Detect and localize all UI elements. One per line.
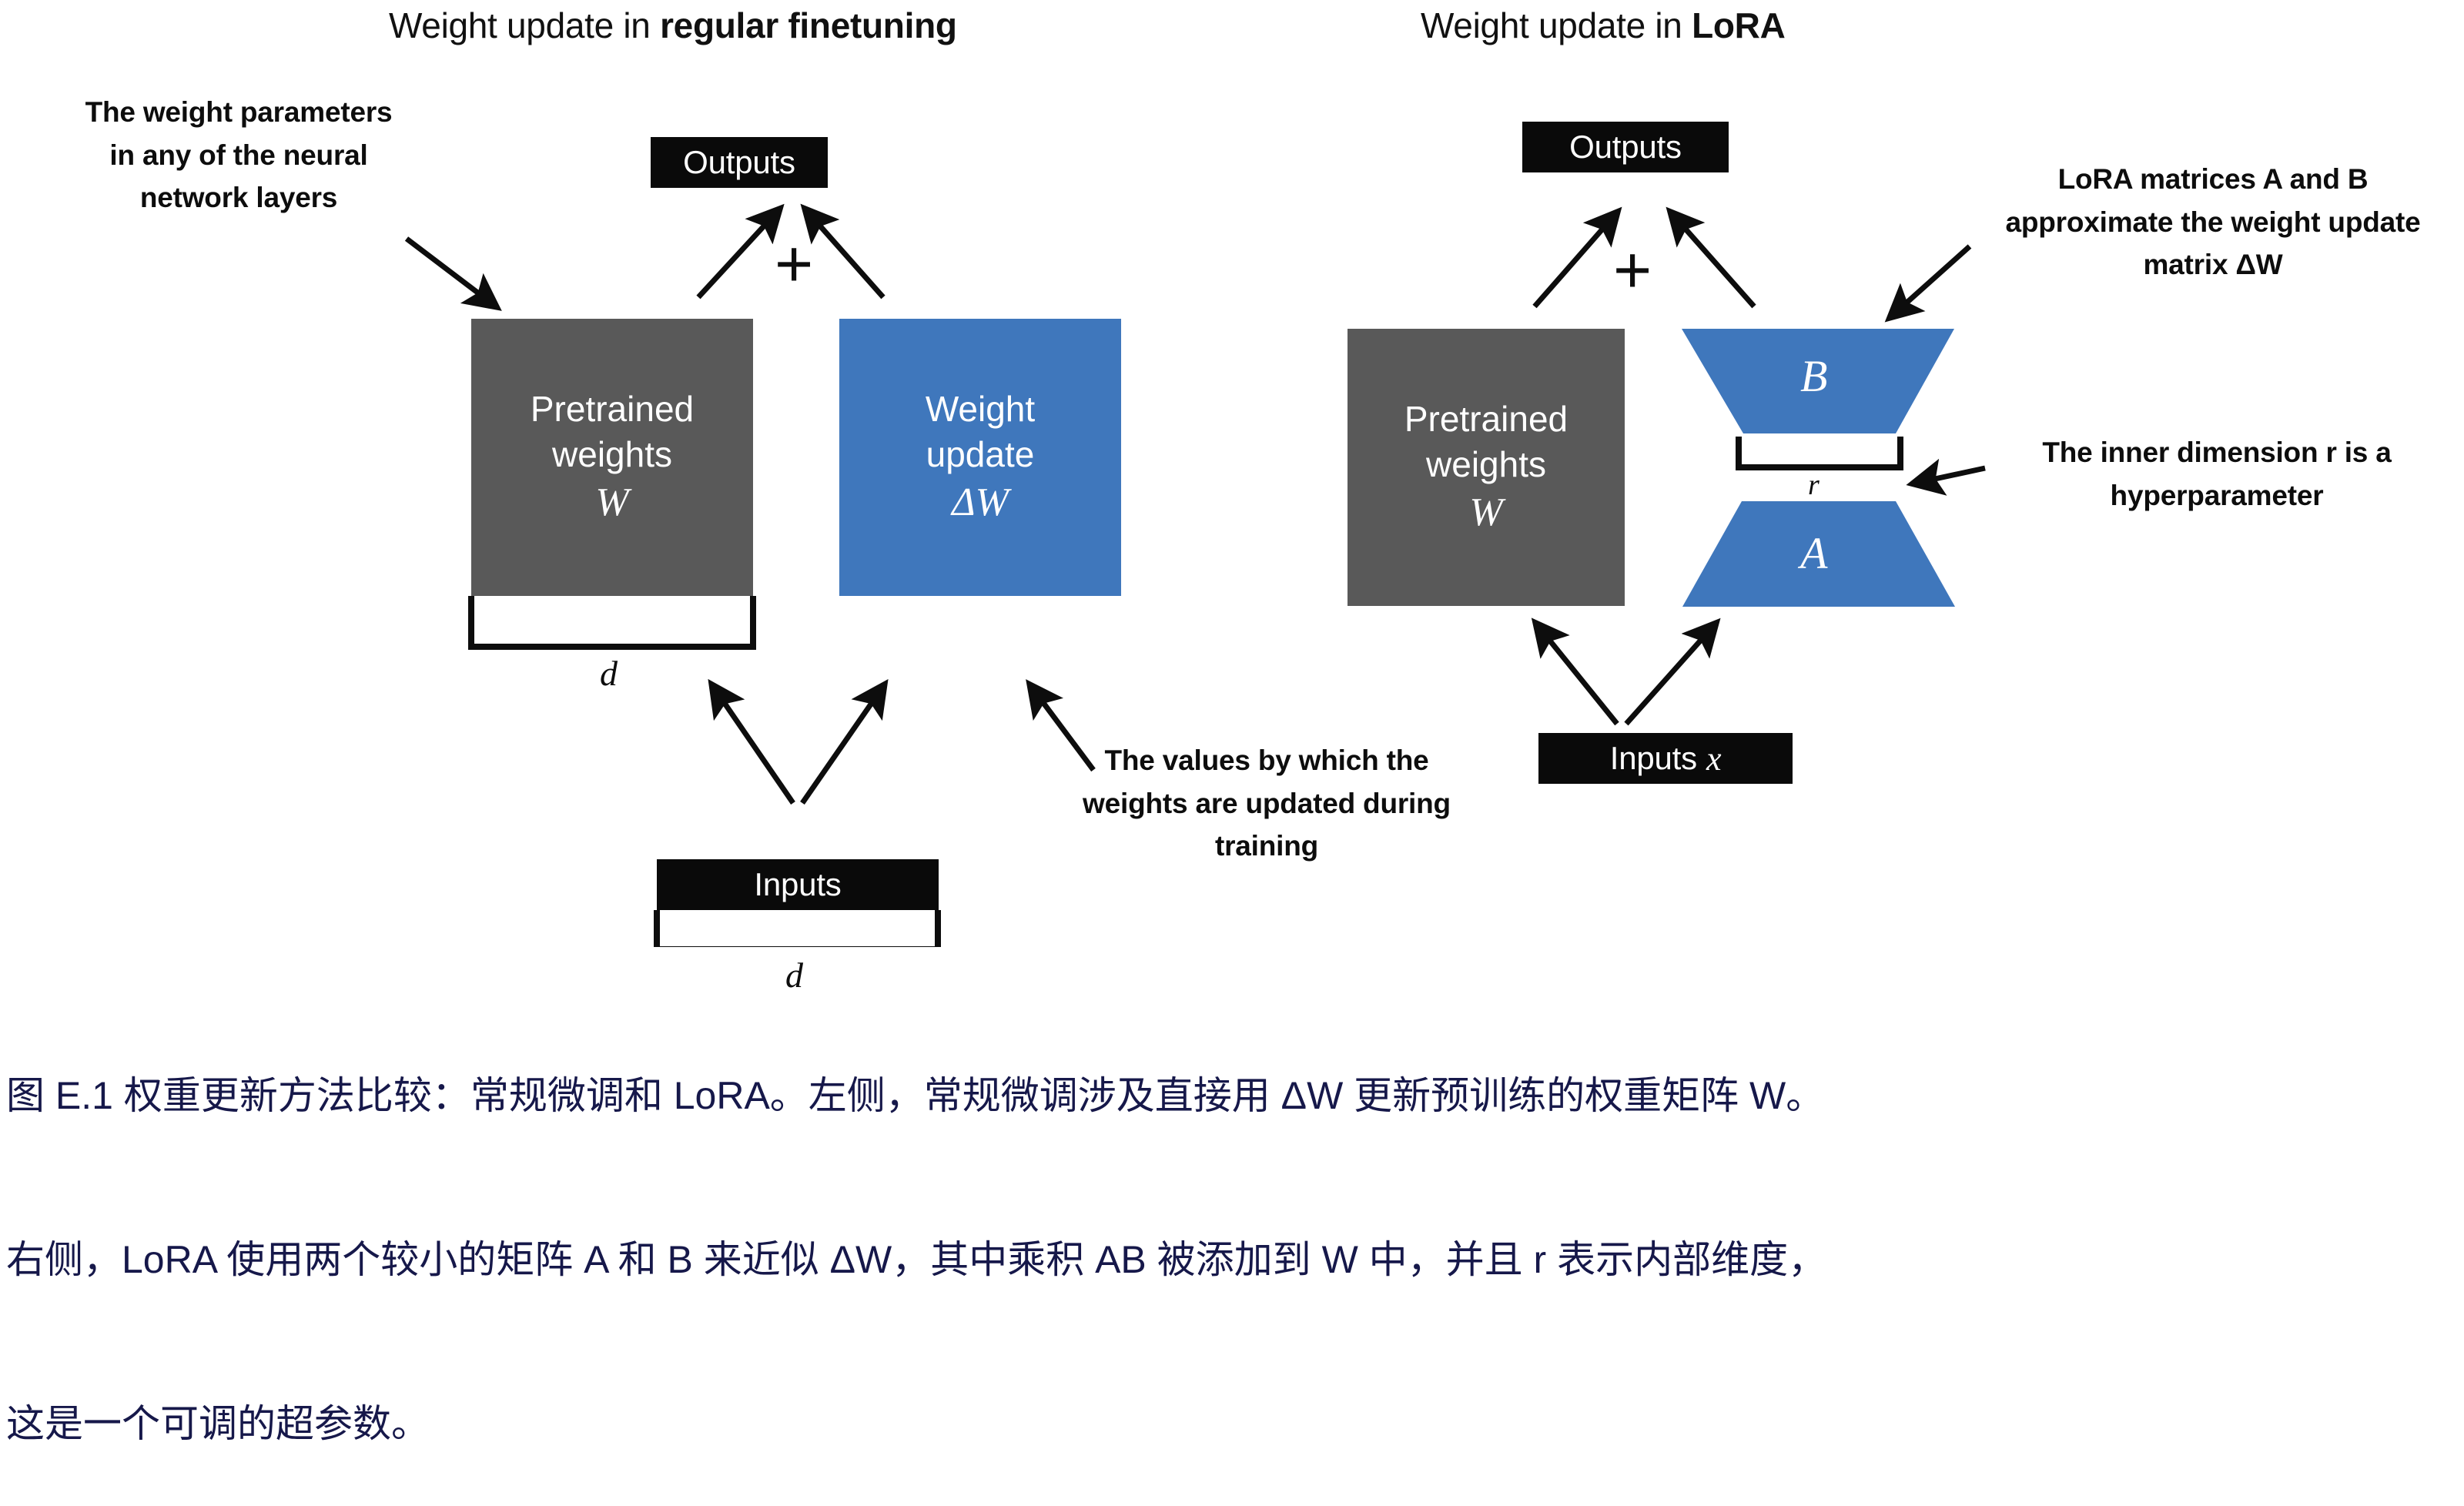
weight-update-symbol-delta-w: ΔW xyxy=(952,480,1009,524)
right-panel-title-prefix: Weight update in xyxy=(1421,5,1692,45)
figure-lora-diagram: Weight update in regular finetuning The … xyxy=(85,5,2421,995)
arrow-update-to-outputs-left xyxy=(800,203,886,300)
caption-line-2: 右侧，LoRA 使用两个较小的矩阵 A 和 B 来近似 ΔW，其中乘积 AB 被… xyxy=(6,1238,1827,1281)
inputs-box-left: Inputs xyxy=(657,859,939,910)
annotation-inner-dimension: The inner dimension r is a hyperparamete… xyxy=(2042,437,2392,511)
dimension-label-d-weights: d xyxy=(600,654,618,693)
inputs-box-right: Inputs x xyxy=(1538,733,1793,784)
arrow-inputs-to-update-left xyxy=(800,678,889,805)
pretrained-weights-symbol-w: W xyxy=(595,480,629,524)
pretrained-weights-line1-right: Pretrained xyxy=(1404,398,1568,439)
inputs-box-right-text: Inputs xyxy=(1609,740,1697,776)
caption-line-3: 这是一个可调的超参数。 xyxy=(6,1402,430,1445)
pretrained-weights-line2-right: weights xyxy=(1426,443,1546,484)
figure-caption: 图 E.1 权重更新方法比较：常规微调和 LoRA。左侧，常规微调涉及直接用 Δ… xyxy=(6,959,2462,1506)
left-panel-title-prefix: Weight update in xyxy=(389,5,661,45)
arrow-lora-to-outputs-right xyxy=(1666,206,1756,309)
annotation-values-updated: The values by which the weights are upda… xyxy=(1083,745,1451,862)
pretrained-weights-line2: weights xyxy=(552,433,672,474)
arrow-pretrained-to-outputs-left xyxy=(696,203,785,300)
weight-update-box-left: Weight update ΔW xyxy=(839,319,1121,596)
weight-update-line2: update xyxy=(926,433,1035,474)
matrix-a-trapezoid xyxy=(1682,501,1955,607)
plus-sign-left: + xyxy=(775,227,814,301)
pretrained-weights-box-right: Pretrained weights W xyxy=(1348,329,1625,606)
arrow-inputs-to-matrix-a-right xyxy=(1624,617,1721,726)
arrow-inputs-to-pretrained-right xyxy=(1531,617,1619,726)
annotation-lora-matrices: LoRA matrices A and B approximate the we… xyxy=(2005,163,2421,280)
bracket-inner-dim-r xyxy=(1736,437,1903,470)
caption-line-1: 图 E.1 权重更新方法比较：常规微调和 LoRA。左侧，常规微调涉及直接用 Δ… xyxy=(6,1074,1825,1117)
weight-update-line1: Weight xyxy=(925,388,1036,429)
left-panel-title-emphasis: regular finetuning xyxy=(660,5,957,45)
dimension-label-d-inputs: d xyxy=(785,955,803,995)
arrow-pretrained-to-outputs-right xyxy=(1532,206,1622,309)
right-panel-title-emphasis: LoRA xyxy=(1692,5,1786,45)
pretrained-weights-box-left: Pretrained weights W xyxy=(471,319,753,596)
arrow-annotation-to-update-left xyxy=(1026,679,1096,772)
left-panel-title: Weight update in regular finetuning xyxy=(389,5,957,46)
plus-sign-right: + xyxy=(1613,233,1652,307)
outputs-box-left: Outputs xyxy=(651,137,828,188)
bracket-d-inputs xyxy=(654,910,941,947)
matrix-b-label: B xyxy=(1800,351,1828,401)
pretrained-weights-line1: Pretrained xyxy=(530,388,695,429)
inner-dimension-label-r: r xyxy=(1808,469,1820,501)
arrow-annotation-to-inner-dim xyxy=(1906,458,1986,496)
matrix-b-trapezoid xyxy=(1682,329,1954,433)
outputs-box-right: Outputs xyxy=(1522,122,1729,172)
arrow-annotation-to-pretrained-left xyxy=(404,236,502,311)
annotation-weight-parameters: The weight parameters in any of the neur… xyxy=(85,96,393,213)
arrow-inputs-to-pretrained-left xyxy=(708,678,795,805)
inputs-box-right-symbol-x: x xyxy=(1706,739,1722,778)
arrow-annotation-to-matrix-b xyxy=(1884,244,1972,323)
right-panel-title: Weight update in LoRA xyxy=(1421,5,1786,46)
pretrained-weights-symbol-w-right: W xyxy=(1469,490,1503,534)
diagram-vector-layer xyxy=(404,203,1986,947)
bracket-d-pretrained xyxy=(468,596,756,650)
matrix-a-label: A xyxy=(1800,528,1828,578)
